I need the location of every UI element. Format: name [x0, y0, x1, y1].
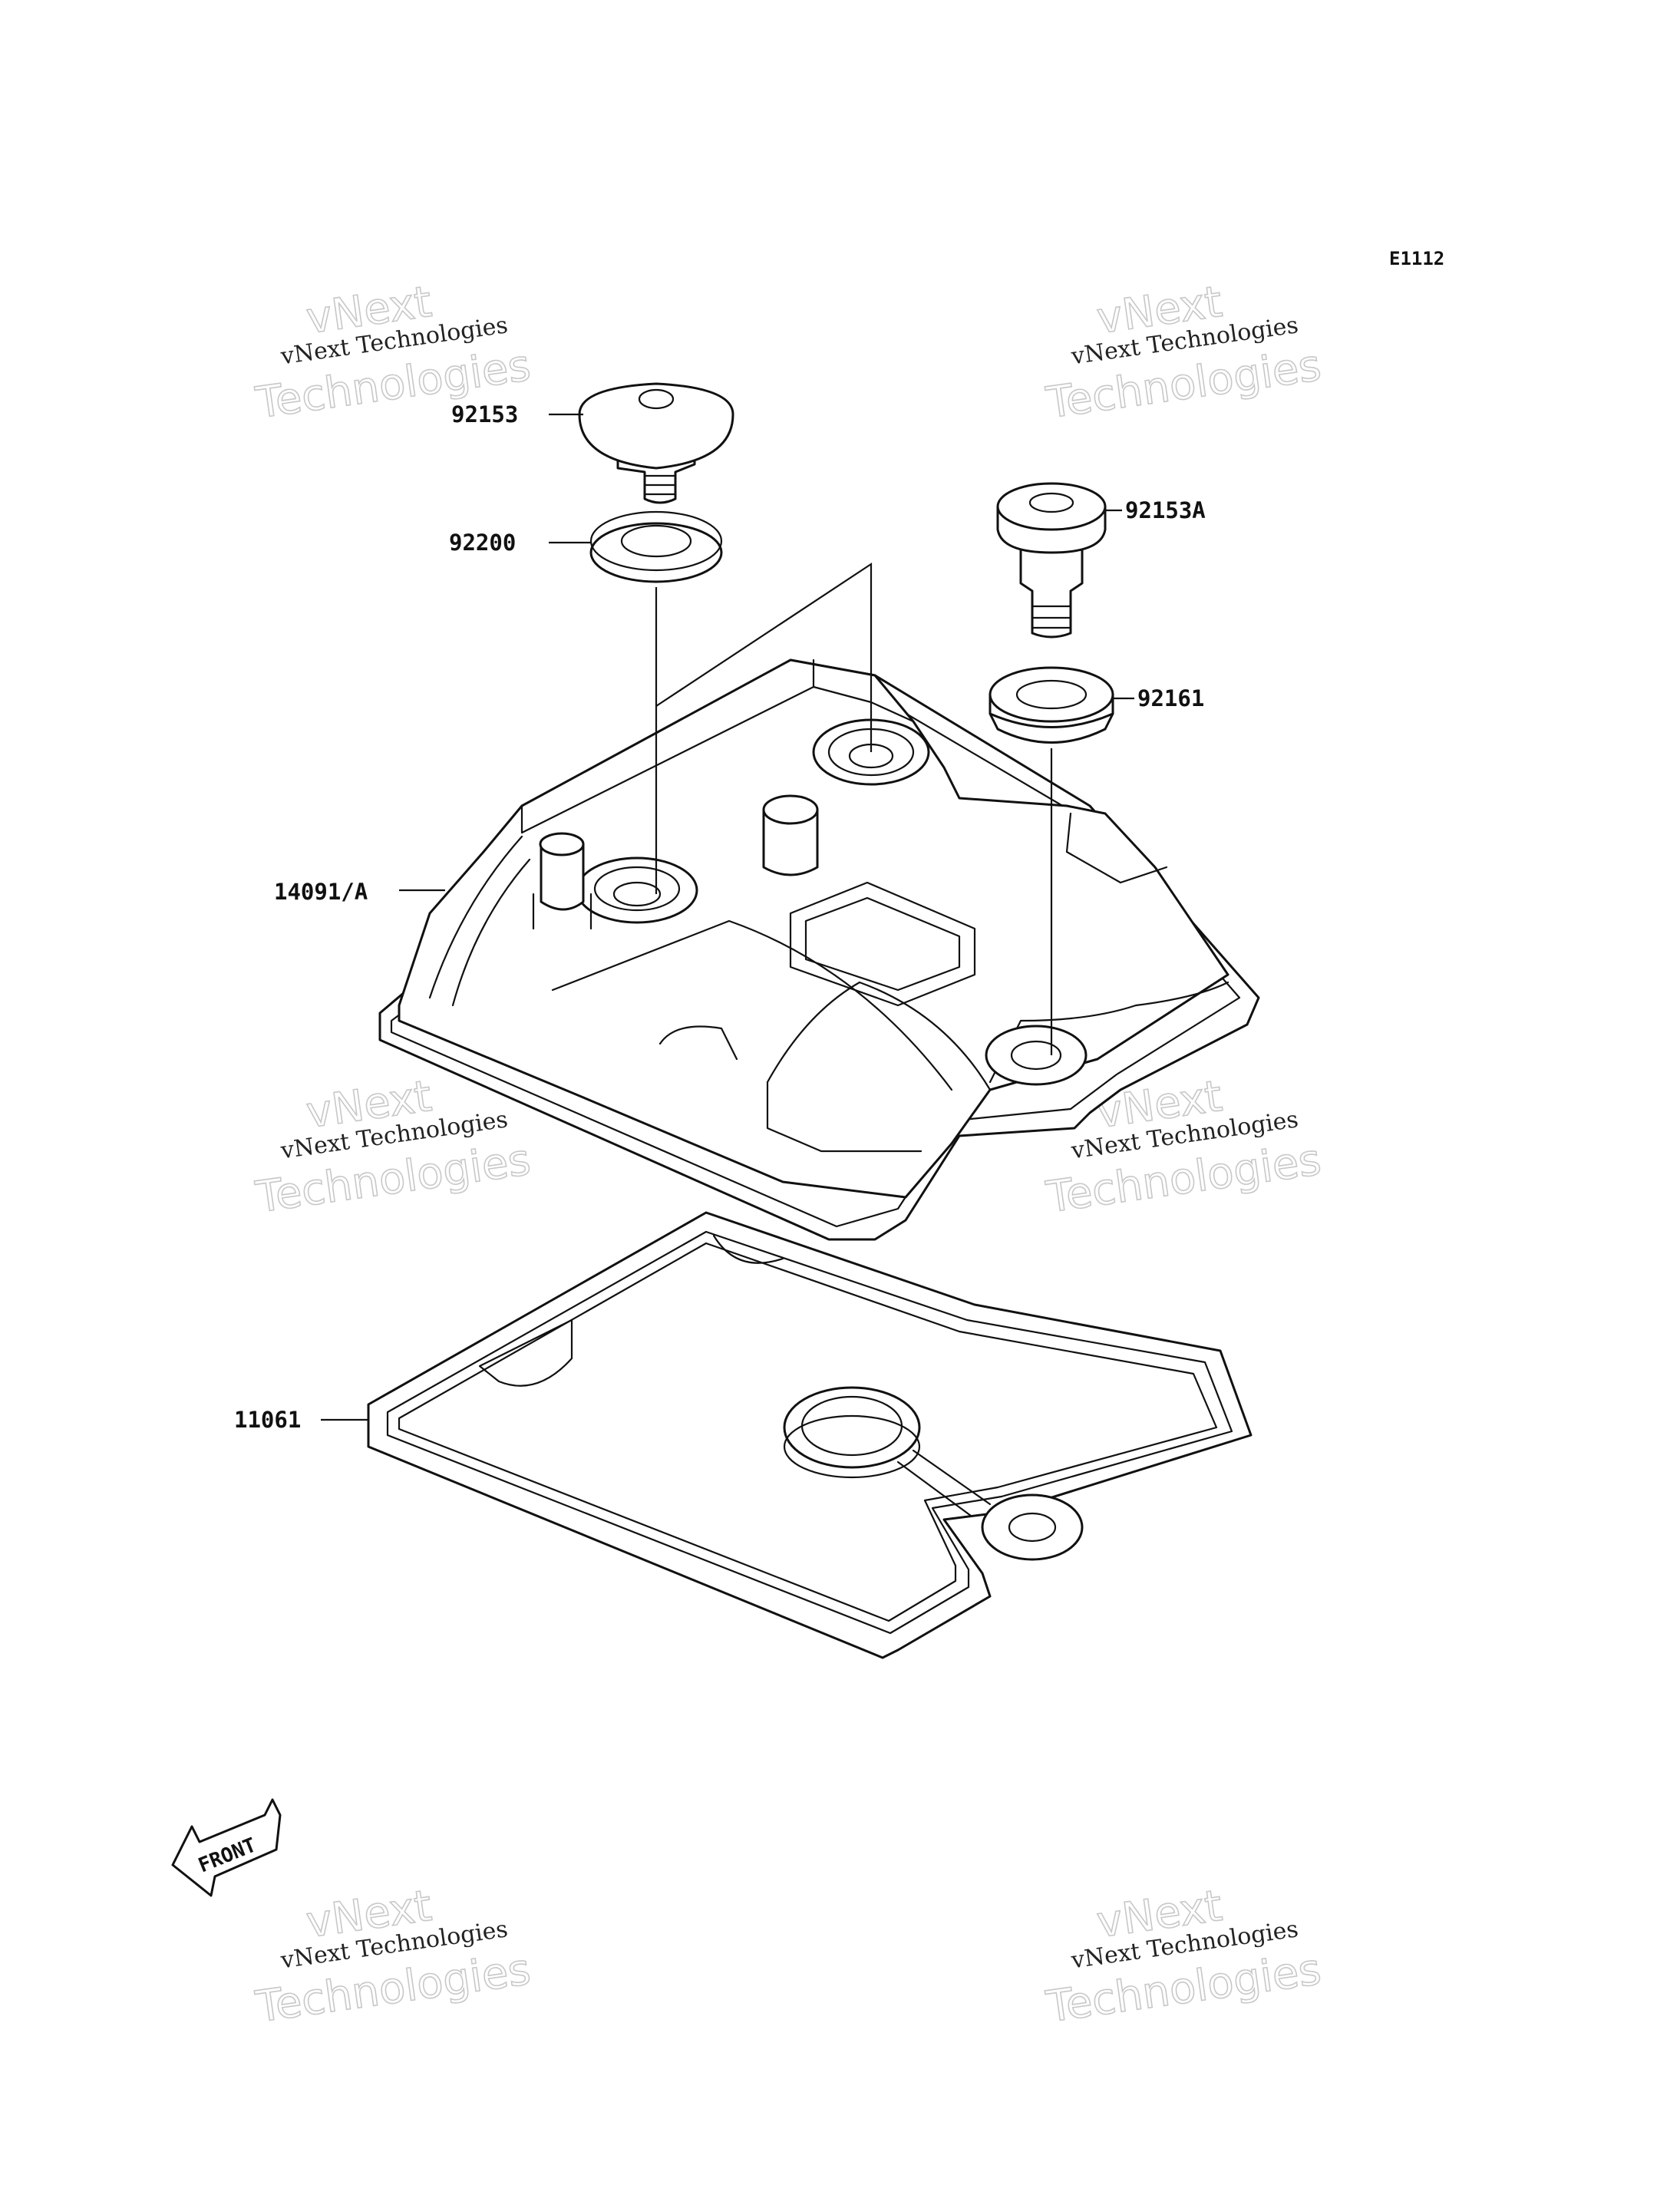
reference-code: E1112	[1389, 248, 1444, 269]
gasket-11061	[367, 1211, 1253, 1659]
grommet-92161	[989, 666, 1114, 744]
watermark: vNext vNext Technologies Technologies	[1042, 1880, 1325, 2033]
assembly-lines	[655, 562, 1053, 1055]
washer-92200	[589, 510, 723, 583]
part-label-92161: 92161	[1137, 685, 1204, 711]
callout-92200: 92200	[449, 530, 591, 556]
callout-92161: 92161	[1113, 685, 1204, 711]
watermark: vNext vNext Technologies Technologies	[1042, 276, 1325, 429]
watermark: vNext vNext Technologies Technologies	[252, 1880, 534, 2033]
bolt-92153	[578, 382, 734, 504]
part-label-92200: 92200	[449, 530, 516, 556]
part-label-92153a: 92153A	[1125, 497, 1206, 523]
part-label-11061: 11061	[234, 1407, 301, 1433]
bolt-92153a	[996, 482, 1107, 639]
watermark: vNext vNext Technologies Technologies	[252, 1071, 534, 1223]
part-label-92153: 92153	[451, 401, 518, 427]
front-arrow: FRONT	[171, 1798, 282, 1897]
callout-14091a: 14091/A	[274, 879, 445, 905]
part-label-14091a: 14091/A	[274, 879, 368, 905]
callout-92153a: 92153A	[1105, 497, 1206, 523]
callout-11061: 11061	[234, 1407, 368, 1433]
cylinder-head-cover-14091a	[378, 658, 1260, 1241]
callout-92153: 92153	[451, 401, 583, 427]
